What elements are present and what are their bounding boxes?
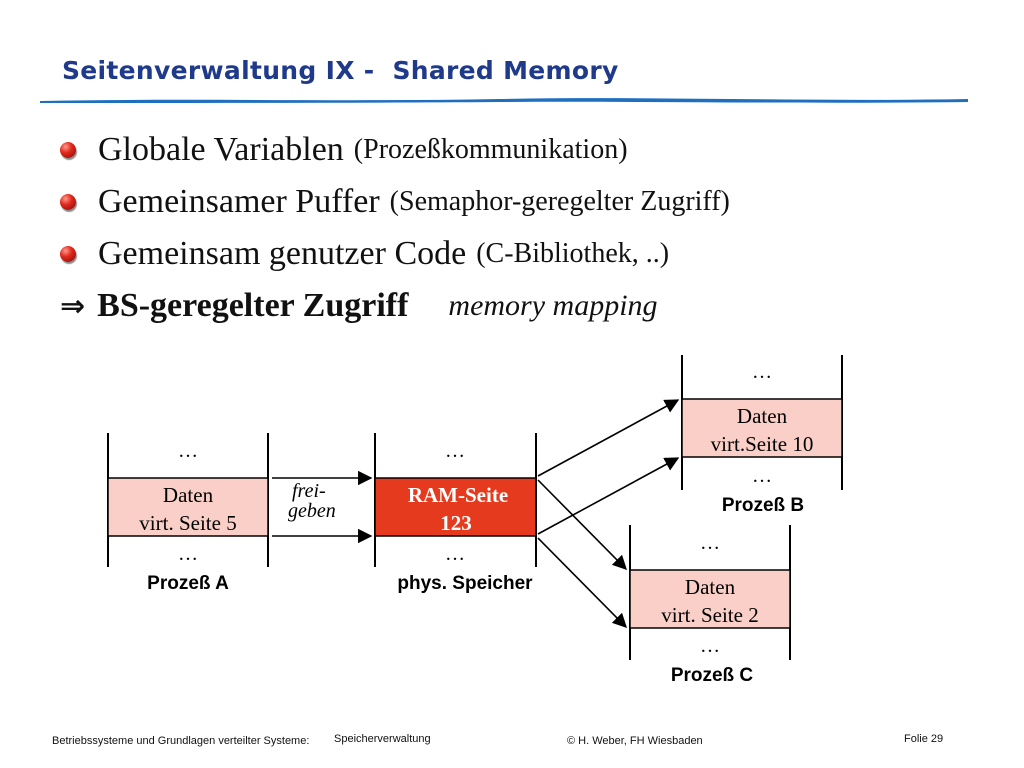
process-a-data-cell [107, 477, 269, 537]
bullet-sub-text: (Prozeßkommunikation) [353, 134, 628, 165]
process-c-top-ellipsis: … [700, 532, 720, 554]
bullet-item: Gemeinsam genutzer Code (C-Bibliothek, .… [60, 228, 1000, 280]
ram-page-cell [374, 477, 537, 537]
bullet-item: Globale Variablen (Prozeßkommunikation) [60, 124, 1000, 176]
arrow-ram-to-c-bottom [537, 537, 628, 629]
footer-topic: Speicherverwaltung [334, 733, 431, 745]
implies-arrow-icon: ⇒ [60, 288, 86, 324]
bullet-item: Gemeinsamer Puffer (Semaphor-geregelter … [60, 176, 1000, 228]
bullet-list: Globale Variablen (Prozeßkommunikation) … [60, 124, 1000, 332]
process-a-label: Prozeß A [147, 573, 229, 594]
process-c-data-cell [629, 569, 791, 629]
bullet-sub-text: (Semaphor-geregelter Zugriff) [389, 186, 730, 217]
bullet-main-text: Globale Variablen [98, 131, 344, 168]
footer-slide-number: Folie 29 [904, 733, 944, 745]
arrow-ram-to-b-top [537, 399, 680, 477]
conclusion-line: ⇒ BS-geregelter Zugriff memory mapping [60, 280, 1000, 332]
ram-bottom-ellipsis: … [445, 543, 465, 565]
ram-cell-line1: RAM-Seite [408, 483, 508, 507]
bullet-ball-icon [60, 246, 76, 262]
ram-cell-line2: 123 [440, 511, 472, 535]
process-b-bottom-ellipsis: … [752, 465, 772, 487]
process-b-top-ellipsis: … [752, 361, 772, 383]
bullet-ball-icon [60, 142, 76, 158]
process-c-cell-line2: virt. Seite 2 [661, 603, 758, 627]
free-label-line1: frei- [292, 480, 326, 502]
free-label-line2: geben [288, 500, 336, 522]
bullet-ball-icon [60, 194, 76, 210]
bullet-sub-text: (C-Bibliothek, ..) [476, 238, 670, 269]
process-c-memory: … Daten virt. Seite 2 … Prozeß C [629, 525, 791, 686]
process-c-bottom-ellipsis: … [700, 635, 720, 657]
process-c-cell-line1: Daten [685, 575, 736, 599]
ram-label: phys. Speicher [397, 573, 533, 594]
process-a-cell-line1: Daten [163, 483, 214, 507]
process-a-memory: … Daten virt. Seite 5 … Prozeß A [107, 433, 269, 594]
arrow-ram-to-c-top [537, 479, 628, 571]
process-b-label: Prozeß B [722, 495, 804, 516]
process-a-cell-line2: virt. Seite 5 [139, 511, 236, 535]
bullet-main-text: Gemeinsamer Puffer [98, 183, 380, 220]
physical-memory: … RAM-Seite 123 … phys. Speicher [374, 433, 537, 594]
arrow-ram-to-b-bottom [537, 457, 680, 535]
footer-course: Betriebssysteme und Grundlagen verteilte… [52, 735, 310, 747]
process-b-cell-line1: Daten [737, 404, 788, 428]
bullet-main-text: Gemeinsam genutzer Code [98, 235, 467, 272]
process-b-memory: … Daten virt.Seite 10 … Prozeß B [681, 355, 843, 516]
process-b-cell-line2: virt.Seite 10 [711, 432, 814, 456]
slide-title: Seitenverwaltung IX - Shared Memory [62, 56, 619, 85]
ram-top-ellipsis: … [445, 440, 465, 462]
conclusion-sub-text: memory mapping [448, 289, 658, 322]
process-a-bottom-ellipsis: … [178, 543, 198, 565]
process-b-data-cell [681, 398, 843, 458]
process-a-top-ellipsis: … [178, 440, 198, 462]
process-c-label: Prozeß C [671, 665, 754, 686]
footer-author: © H. Weber, FH Wiesbaden [567, 735, 703, 747]
conclusion-main-text: BS-geregelter Zugriff [97, 287, 409, 324]
title-underline [40, 98, 968, 103]
